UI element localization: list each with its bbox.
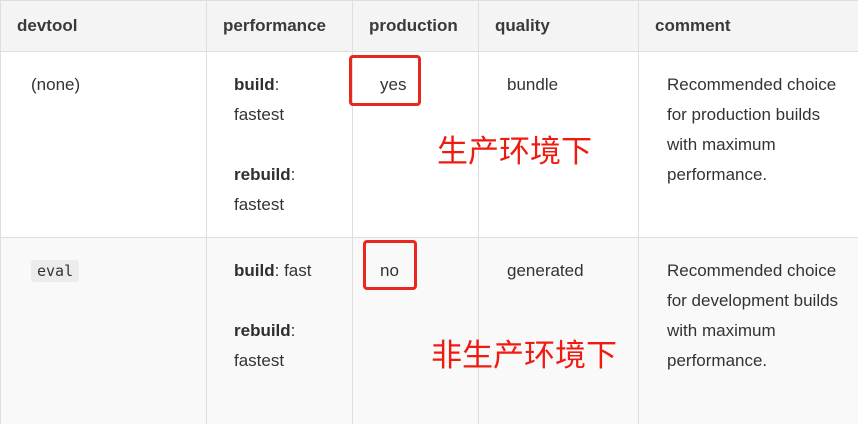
rebuild-value: fastest	[234, 351, 285, 370]
build-performance: build: fast	[234, 261, 312, 280]
rebuild-value: fastest	[234, 195, 285, 214]
build-value: fastest	[234, 105, 285, 124]
production-value: yes	[380, 75, 407, 94]
rebuild-performance: rebuild:fastest	[234, 321, 296, 370]
build-value: fast	[284, 261, 312, 280]
non-production-annotation: 非生产环境下	[431, 338, 617, 374]
quality-cell: generated	[478, 237, 639, 424]
performance-cell: build:fastest rebuild:fastest	[206, 51, 353, 238]
performance-cell: build: fast rebuild:fastest	[206, 237, 353, 424]
comment-cell: Recommended choice for production builds…	[638, 51, 858, 238]
devtool-value: eval	[31, 260, 80, 282]
build-label: build	[234, 75, 275, 94]
table-header-row: devtool performance production quality c…	[0, 0, 858, 52]
production-yes-highlight	[349, 55, 421, 106]
column-header-devtool: devtool	[0, 0, 207, 52]
build-performance: build:fastest	[234, 75, 285, 124]
devtool-value: (none)	[31, 75, 81, 94]
comment-cell: Recommended choice for development build…	[638, 237, 858, 424]
column-header-quality: quality	[478, 0, 639, 52]
quality-value: bundle	[507, 75, 559, 94]
build-label: build	[234, 261, 275, 280]
comment-text: Recommended choice for development build…	[667, 261, 839, 370]
rebuild-label: rebuild	[234, 165, 291, 184]
rebuild-performance: rebuild:fastest	[234, 165, 296, 214]
column-header-production: production	[352, 0, 479, 52]
production-cell: yes	[352, 51, 479, 238]
rebuild-label: rebuild	[234, 321, 291, 340]
devtool-cell: (none)	[0, 51, 207, 238]
comment-text: Recommended choice for production builds…	[667, 75, 837, 184]
production-value: no	[380, 261, 399, 280]
table-row: eval build: fast rebuild:fastest no gene…	[0, 237, 858, 424]
column-header-comment: comment	[638, 0, 858, 52]
production-annotation: 生产环境下	[437, 134, 592, 170]
devtool-cell: eval	[0, 237, 207, 424]
table-row: (none) build:fastest rebuild:fastest yes…	[0, 51, 858, 238]
column-header-performance: performance	[206, 0, 353, 52]
production-no-highlight	[363, 240, 417, 290]
quality-value: generated	[507, 261, 584, 280]
